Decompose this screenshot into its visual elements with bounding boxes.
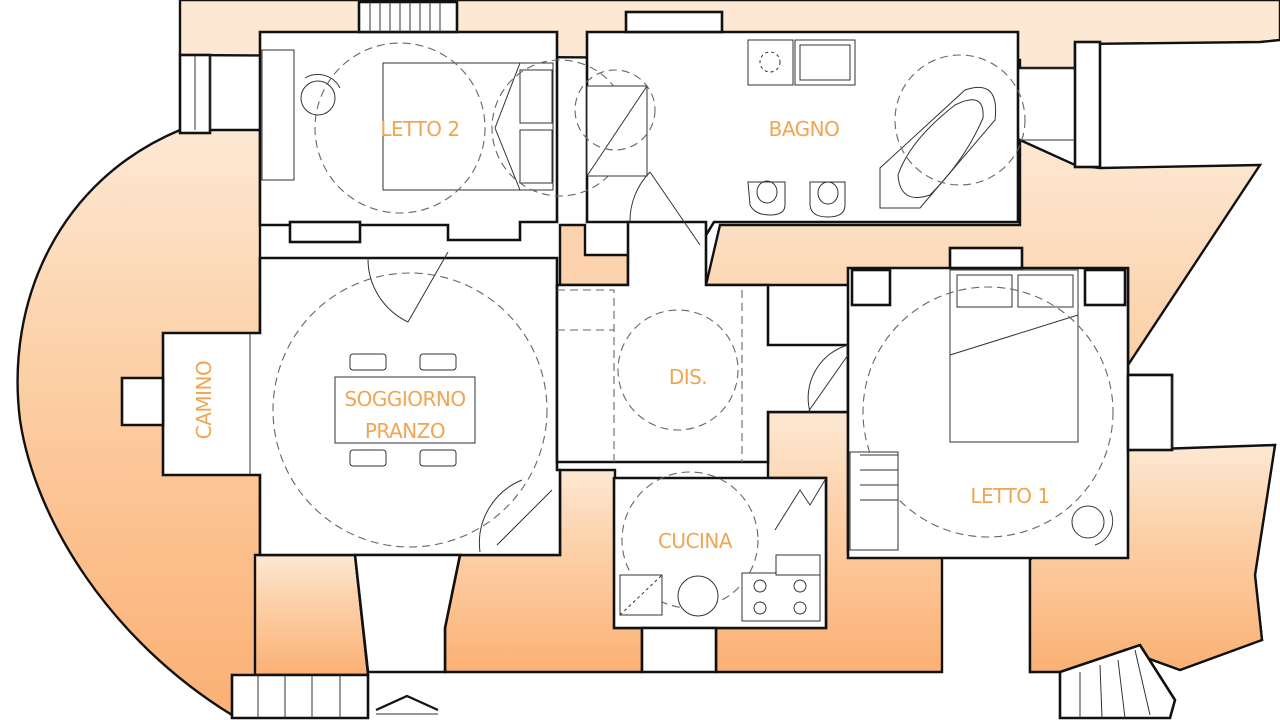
label-letto-1: LETTO 1 [970, 484, 1049, 508]
chair [349, 449, 387, 467]
letto-2-furniture [261, 42, 629, 214]
washbasin [794, 39, 856, 86]
toilet [809, 181, 846, 218]
center-terrace [558, 223, 630, 287]
window-letto-1 [948, 246, 1024, 270]
window-letto-2 [357, 0, 459, 34]
armchair [300, 80, 336, 116]
stairs [230, 643, 1177, 720]
cucina-furniture [619, 471, 826, 622]
label-soggiorno: SOGGIORNO [344, 387, 465, 411]
sink [677, 575, 719, 617]
pillow [519, 129, 553, 184]
corridor-bottom [353, 553, 462, 674]
bagno-fixtures [574, 39, 1026, 246]
pillar-left [288, 220, 362, 244]
window-hatch [194, 2, 1173, 448]
stairs-left [230, 673, 370, 720]
bottom-terrace-left [253, 553, 370, 677]
chair [419, 353, 457, 371]
letto-1-corner-right [1083, 268, 1127, 307]
stove [741, 572, 821, 622]
label-dis: DIS. [669, 365, 707, 389]
entrance-arrow-icon [375, 694, 439, 712]
armchair [1071, 505, 1105, 539]
label-camino: CAMINO [192, 361, 216, 440]
pillow [956, 274, 1013, 308]
soggiorno-furniture [249, 251, 553, 553]
label-pranzo: PRANZO [365, 419, 445, 443]
label-cucina: CUCINA [658, 529, 733, 553]
pillow [1017, 274, 1074, 308]
label-bagno: BAGNO [769, 117, 840, 141]
room-dis [555, 220, 850, 464]
pillar-right [1073, 40, 1102, 169]
letto-1-corner-left [850, 268, 892, 307]
window-bagno [624, 10, 724, 34]
dining-table [334, 376, 476, 444]
chair [349, 353, 387, 371]
label-letto-2: LETTO 2 [380, 117, 459, 141]
wardrobe [849, 451, 899, 551]
balcony-return [1126, 373, 1174, 452]
pillow [519, 69, 553, 124]
dis-details [557, 289, 849, 462]
oven [775, 554, 821, 576]
room-labels: LETTO 2 BAGNO SOGGIORNO PRANZO CAMINO DI… [192, 117, 1050, 553]
shower-tray [747, 39, 794, 86]
corridor-kitchen [640, 626, 718, 674]
wardrobe [261, 49, 295, 181]
letto-1-furniture [849, 269, 1114, 551]
bidet [747, 181, 786, 216]
bathtub [879, 86, 997, 209]
camino [120, 376, 165, 427]
chair [419, 449, 457, 467]
